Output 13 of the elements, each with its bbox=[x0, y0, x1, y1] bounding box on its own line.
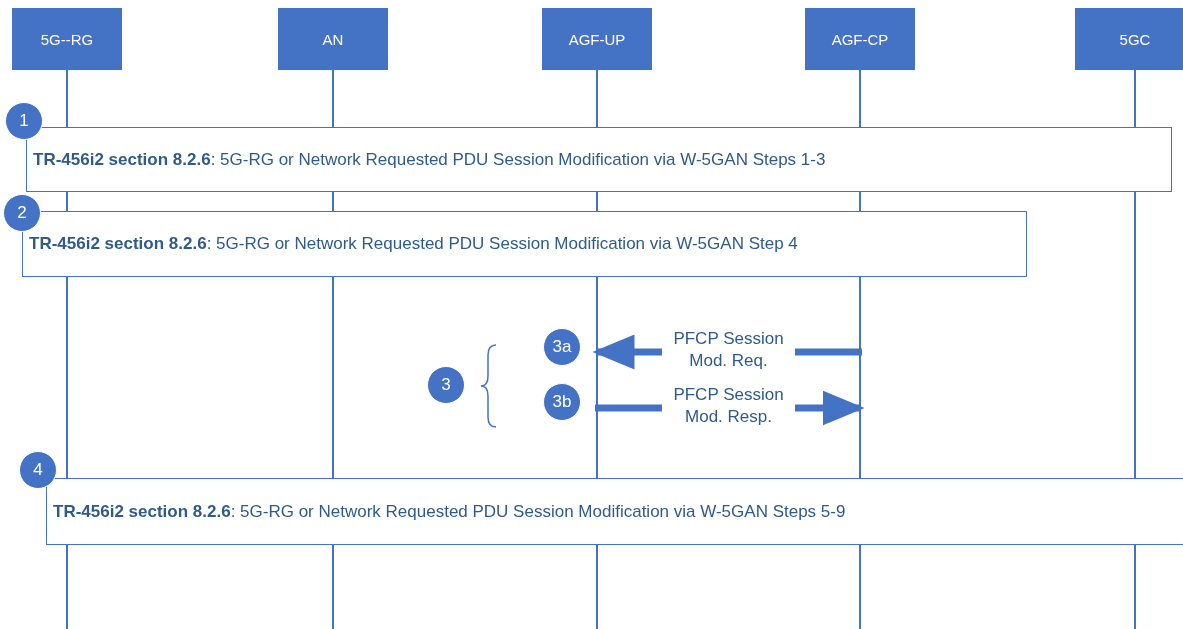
step-number: 1 bbox=[5, 102, 43, 140]
step-text: TR-456i2 section 8.2.6: 5G-RG or Network Requested PDU Session Modification via W-5GAN Steps 1-3 bbox=[33, 149, 826, 170]
step-text: TR-456i2 section 8.2.6: 5G-RG or Network Requested PDU Session Modification via W-5GAN Steps 5-9 bbox=[53, 501, 846, 522]
step-box bbox=[46, 478, 1183, 545]
participant-box: 5GC bbox=[1075, 8, 1183, 70]
participant-box: AGF-CP bbox=[805, 8, 915, 70]
step-number: 3 bbox=[427, 366, 465, 404]
step-number: 2 bbox=[3, 194, 41, 232]
participant-box: AGF-UP bbox=[542, 8, 652, 70]
participant-box: 5G--RG bbox=[12, 8, 122, 70]
participant-box: AN bbox=[278, 8, 388, 70]
step-box bbox=[26, 127, 1172, 192]
step-text: TR-456i2 section 8.2.6: 5G-RG or Network Requested PDU Session Modification via W-5GAN Step 4 bbox=[29, 234, 798, 254]
